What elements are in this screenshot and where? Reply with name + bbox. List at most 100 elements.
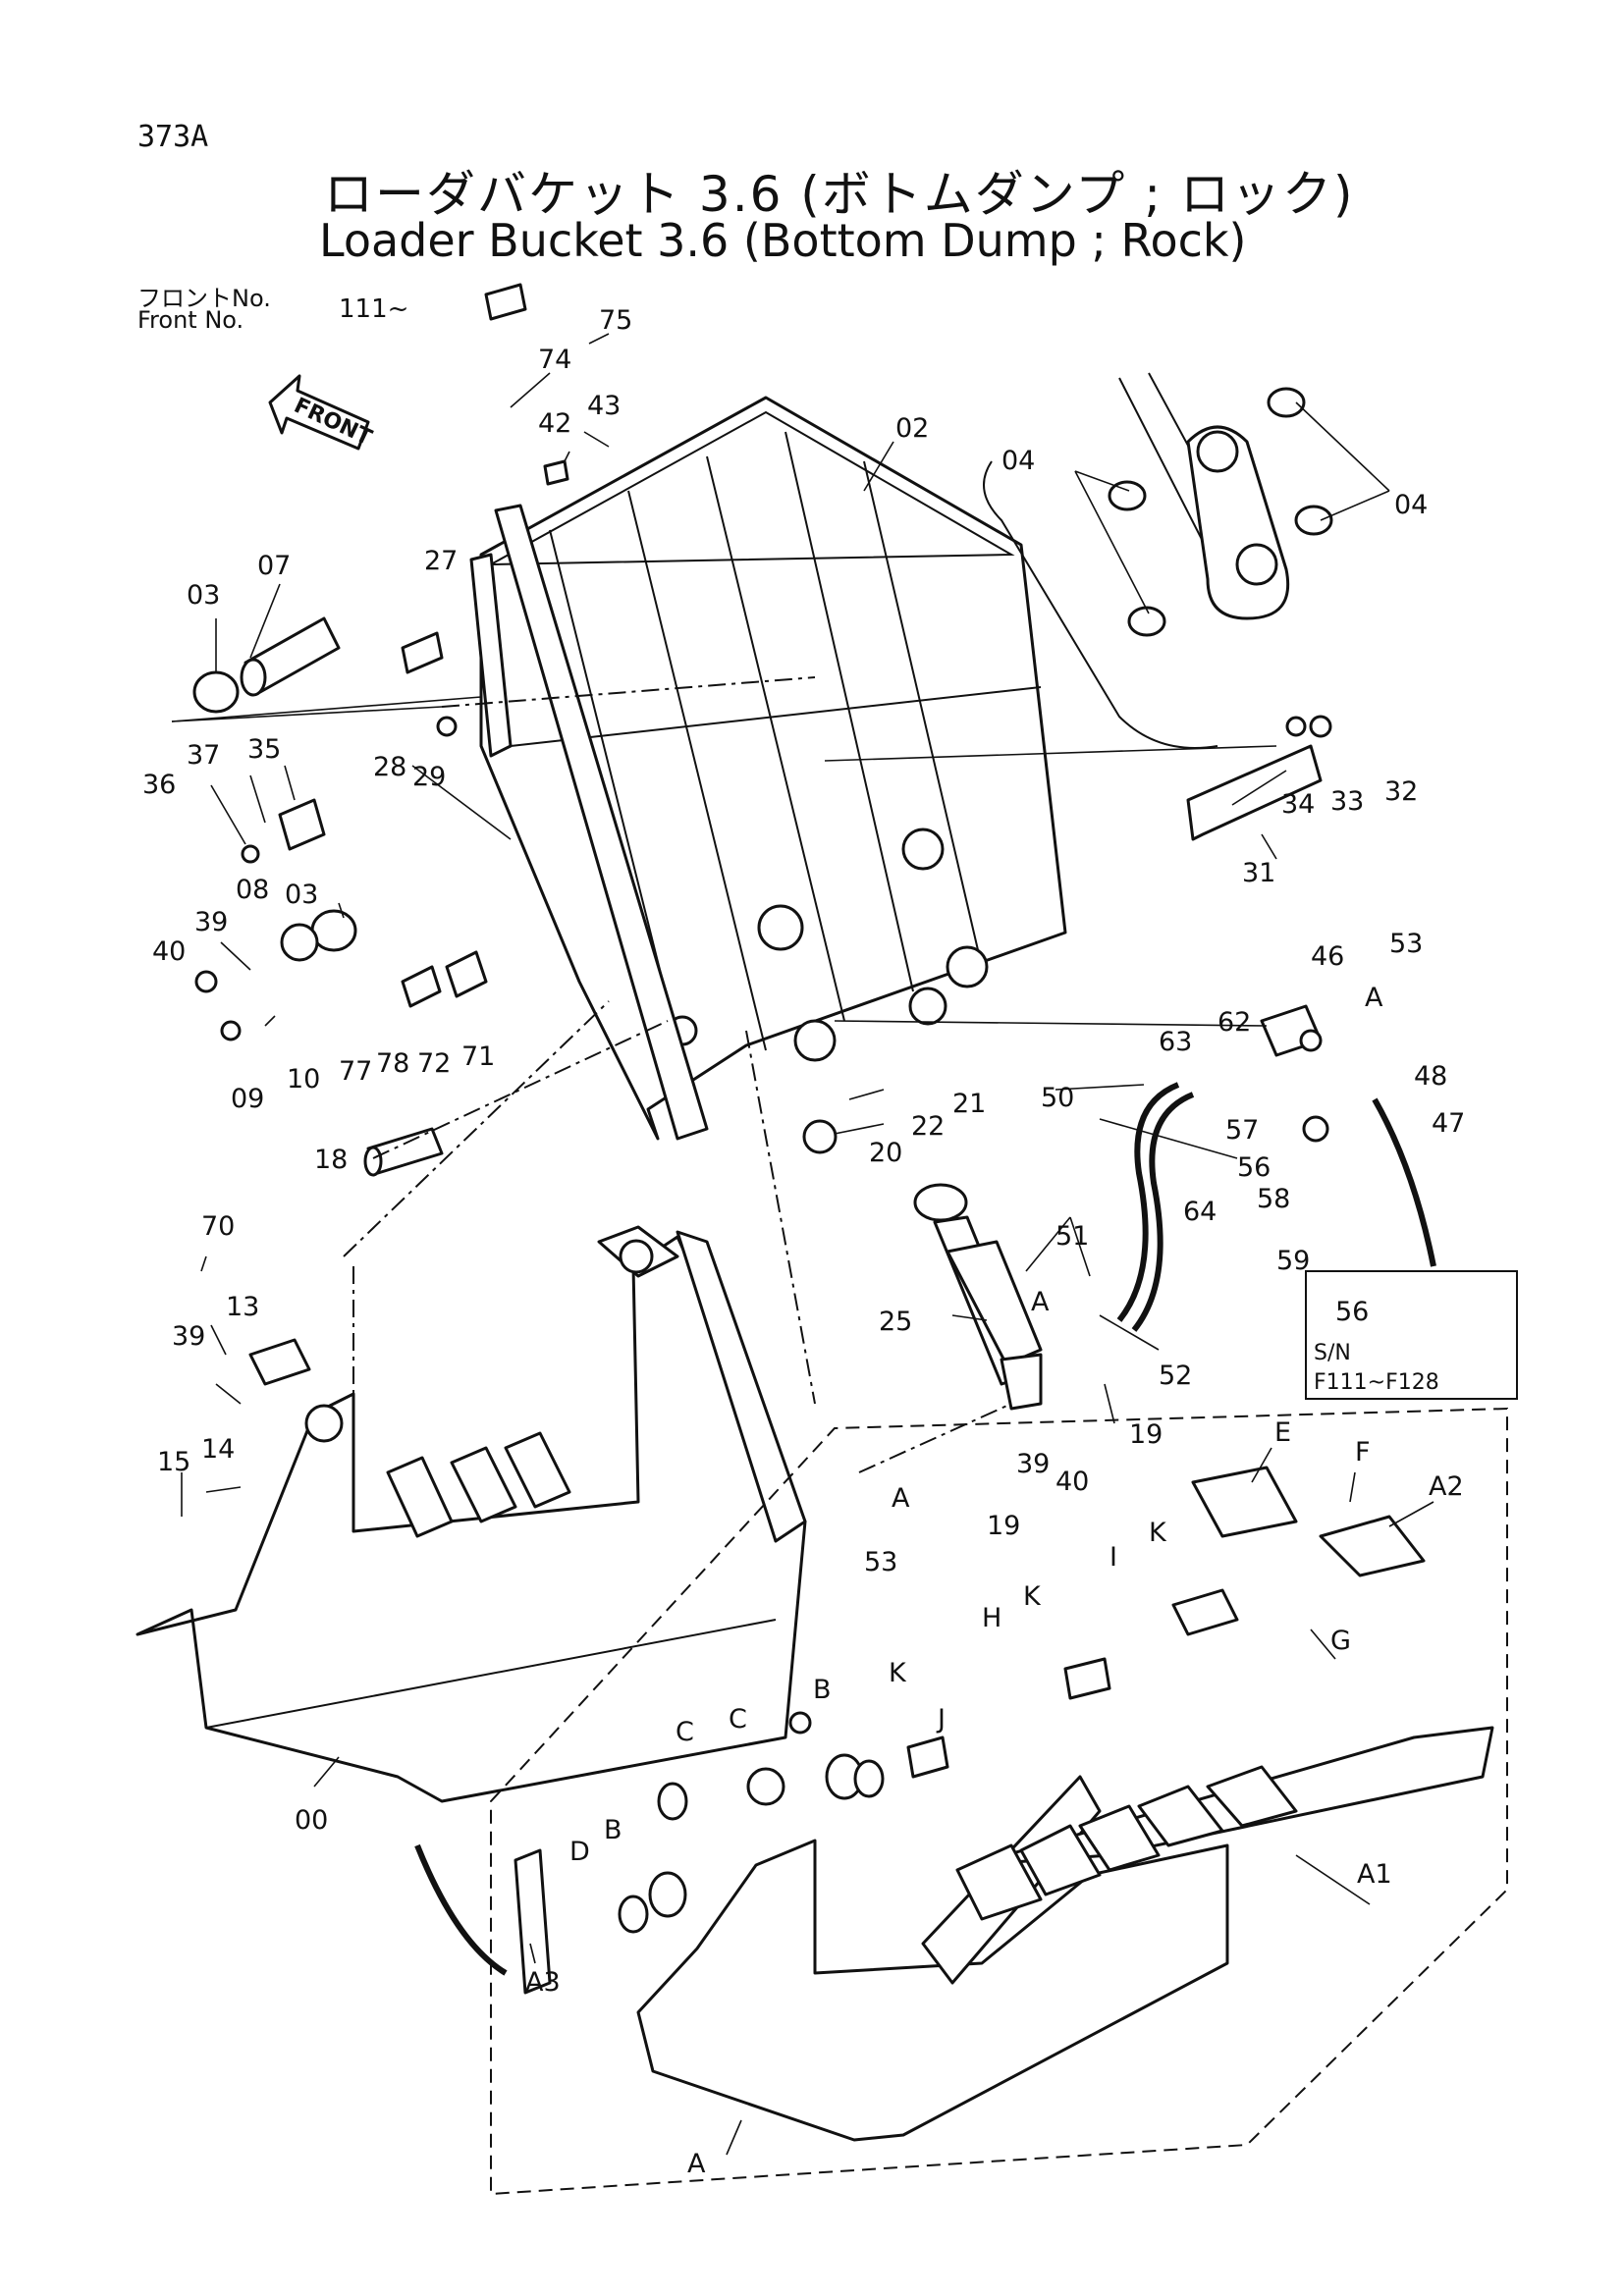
callout-35: 35	[247, 734, 281, 765]
callout-K-low: K	[889, 1658, 907, 1688]
callout-53-bottom: 53	[864, 1547, 897, 1577]
callout-E: E	[1274, 1417, 1291, 1448]
callout-H: H	[982, 1603, 1001, 1633]
callout-19-right: 19	[1129, 1419, 1163, 1450]
callout-A-bucket: A	[687, 2149, 706, 2179]
callout-57: 57	[1225, 1115, 1259, 1146]
callout-50: 50	[1041, 1083, 1074, 1113]
callout-A-cyl: A	[1031, 1287, 1050, 1317]
callout-14: 14	[201, 1434, 235, 1465]
callout-71: 71	[461, 1041, 495, 1072]
callout-58: 58	[1257, 1184, 1290, 1214]
callout-31: 31	[1242, 858, 1275, 888]
hydraulic-cylinder-25	[913, 1183, 1043, 1411]
part-number-callouts: 74 75 42 43 02 04 04 27 03 07 28 29 37 3…	[142, 305, 1465, 2179]
callout-04-left: 04	[1001, 446, 1035, 476]
callout-39-bucket: 39	[172, 1321, 205, 1352]
callout-39-left: 39	[194, 907, 228, 937]
callout-04-right: 04	[1394, 490, 1428, 520]
callout-21: 21	[952, 1089, 986, 1119]
washers-and-bolts	[194, 715, 1332, 1154]
callout-13: 13	[226, 1292, 259, 1322]
callout-22: 22	[911, 1111, 945, 1142]
callout-C-left: C	[676, 1717, 694, 1747]
callout-52: 52	[1159, 1361, 1192, 1391]
callout-64: 64	[1183, 1197, 1217, 1227]
callout-39-cyl: 39	[1016, 1449, 1050, 1479]
callout-02: 02	[895, 413, 929, 444]
callout-36: 36	[142, 770, 176, 800]
callout-25: 25	[879, 1307, 912, 1337]
callout-07: 07	[257, 551, 291, 581]
callout-75: 75	[599, 305, 632, 336]
callout-70: 70	[201, 1211, 235, 1242]
callout-K-mid: K	[1023, 1581, 1042, 1612]
callout-40-cyl: 40	[1055, 1467, 1089, 1497]
callout-B-top: B	[813, 1675, 832, 1705]
serial-box-part-label: 56	[1335, 1297, 1369, 1327]
callout-43: 43	[587, 391, 621, 421]
callout-33: 33	[1330, 786, 1364, 817]
callout-J: J	[936, 1704, 946, 1735]
hoses-50	[1116, 1082, 1195, 1332]
front-number-value: 111~	[339, 294, 409, 324]
callout-00: 00	[295, 1805, 328, 1836]
callout-I: I	[1109, 1542, 1117, 1573]
callout-27: 27	[424, 546, 458, 576]
callout-18: 18	[314, 1145, 348, 1175]
callout-A1: A1	[1357, 1859, 1392, 1890]
callout-51: 51	[1055, 1221, 1089, 1252]
callout-03-mid: 03	[285, 880, 318, 910]
callout-A2: A2	[1429, 1471, 1464, 1502]
callout-77: 77	[339, 1056, 372, 1087]
page-code: 373A	[137, 120, 209, 154]
callout-32: 32	[1384, 776, 1418, 807]
callout-G: G	[1330, 1626, 1351, 1656]
callout-72: 72	[417, 1048, 451, 1079]
front-direction-arrow: FRONT	[268, 374, 375, 451]
title-japanese: ローダバケット 3.6 (ボトムダンプ ; ロック)	[324, 166, 1355, 223]
callout-62: 62	[1217, 1007, 1251, 1038]
callout-09: 09	[231, 1084, 264, 1114]
callout-40-left: 40	[152, 936, 186, 967]
callout-34: 34	[1281, 789, 1315, 820]
callout-48: 48	[1414, 1061, 1447, 1092]
callout-46: 46	[1311, 941, 1344, 972]
callout-08: 08	[236, 875, 269, 905]
serial-number-box: 56 S/N F111~F128	[1305, 1097, 1518, 1400]
serial-box-prefix: S/N	[1314, 1341, 1351, 1365]
callout-74: 74	[538, 345, 571, 375]
callout-19-left: 19	[987, 1511, 1020, 1541]
callout-15: 15	[157, 1447, 190, 1477]
callout-K-top: K	[1149, 1518, 1167, 1548]
bucket-body-part-00	[135, 1225, 807, 1803]
serial-box-range: F111~F128	[1314, 1370, 1439, 1395]
callout-A-top: A	[1365, 983, 1383, 1013]
callout-42: 42	[538, 408, 571, 439]
callout-47: 47	[1432, 1108, 1465, 1139]
callout-A-bottom-bolt: A	[892, 1483, 910, 1514]
front-number-label-japanese: フロントNo.	[137, 285, 271, 312]
callout-59: 59	[1276, 1246, 1310, 1276]
callout-78: 78	[376, 1048, 409, 1079]
leader-lines	[171, 333, 1434, 2156]
pin-18	[363, 1127, 444, 1177]
callout-37: 37	[187, 740, 220, 771]
valve-block-46	[1260, 1004, 1329, 1143]
callout-53-top: 53	[1389, 929, 1423, 959]
callout-63: 63	[1159, 1027, 1192, 1057]
callout-03-top: 03	[187, 580, 220, 611]
callout-C-right: C	[729, 1704, 747, 1735]
callout-28: 28	[373, 752, 406, 782]
arm-link-detail	[983, 372, 1333, 749]
title-english: Loader Bucket 3.6 (Bottom Dump ; Rock)	[319, 214, 1247, 267]
callout-29: 29	[412, 762, 446, 792]
callout-F: F	[1355, 1437, 1371, 1468]
callout-D: D	[569, 1837, 590, 1867]
callout-A3: A3	[525, 1967, 561, 1998]
front-number-label-english: Front No.	[137, 306, 244, 334]
callout-56: 56	[1237, 1152, 1271, 1183]
lower-bucket-assembly-inset	[414, 1407, 1508, 2196]
callout-20: 20	[869, 1138, 902, 1168]
